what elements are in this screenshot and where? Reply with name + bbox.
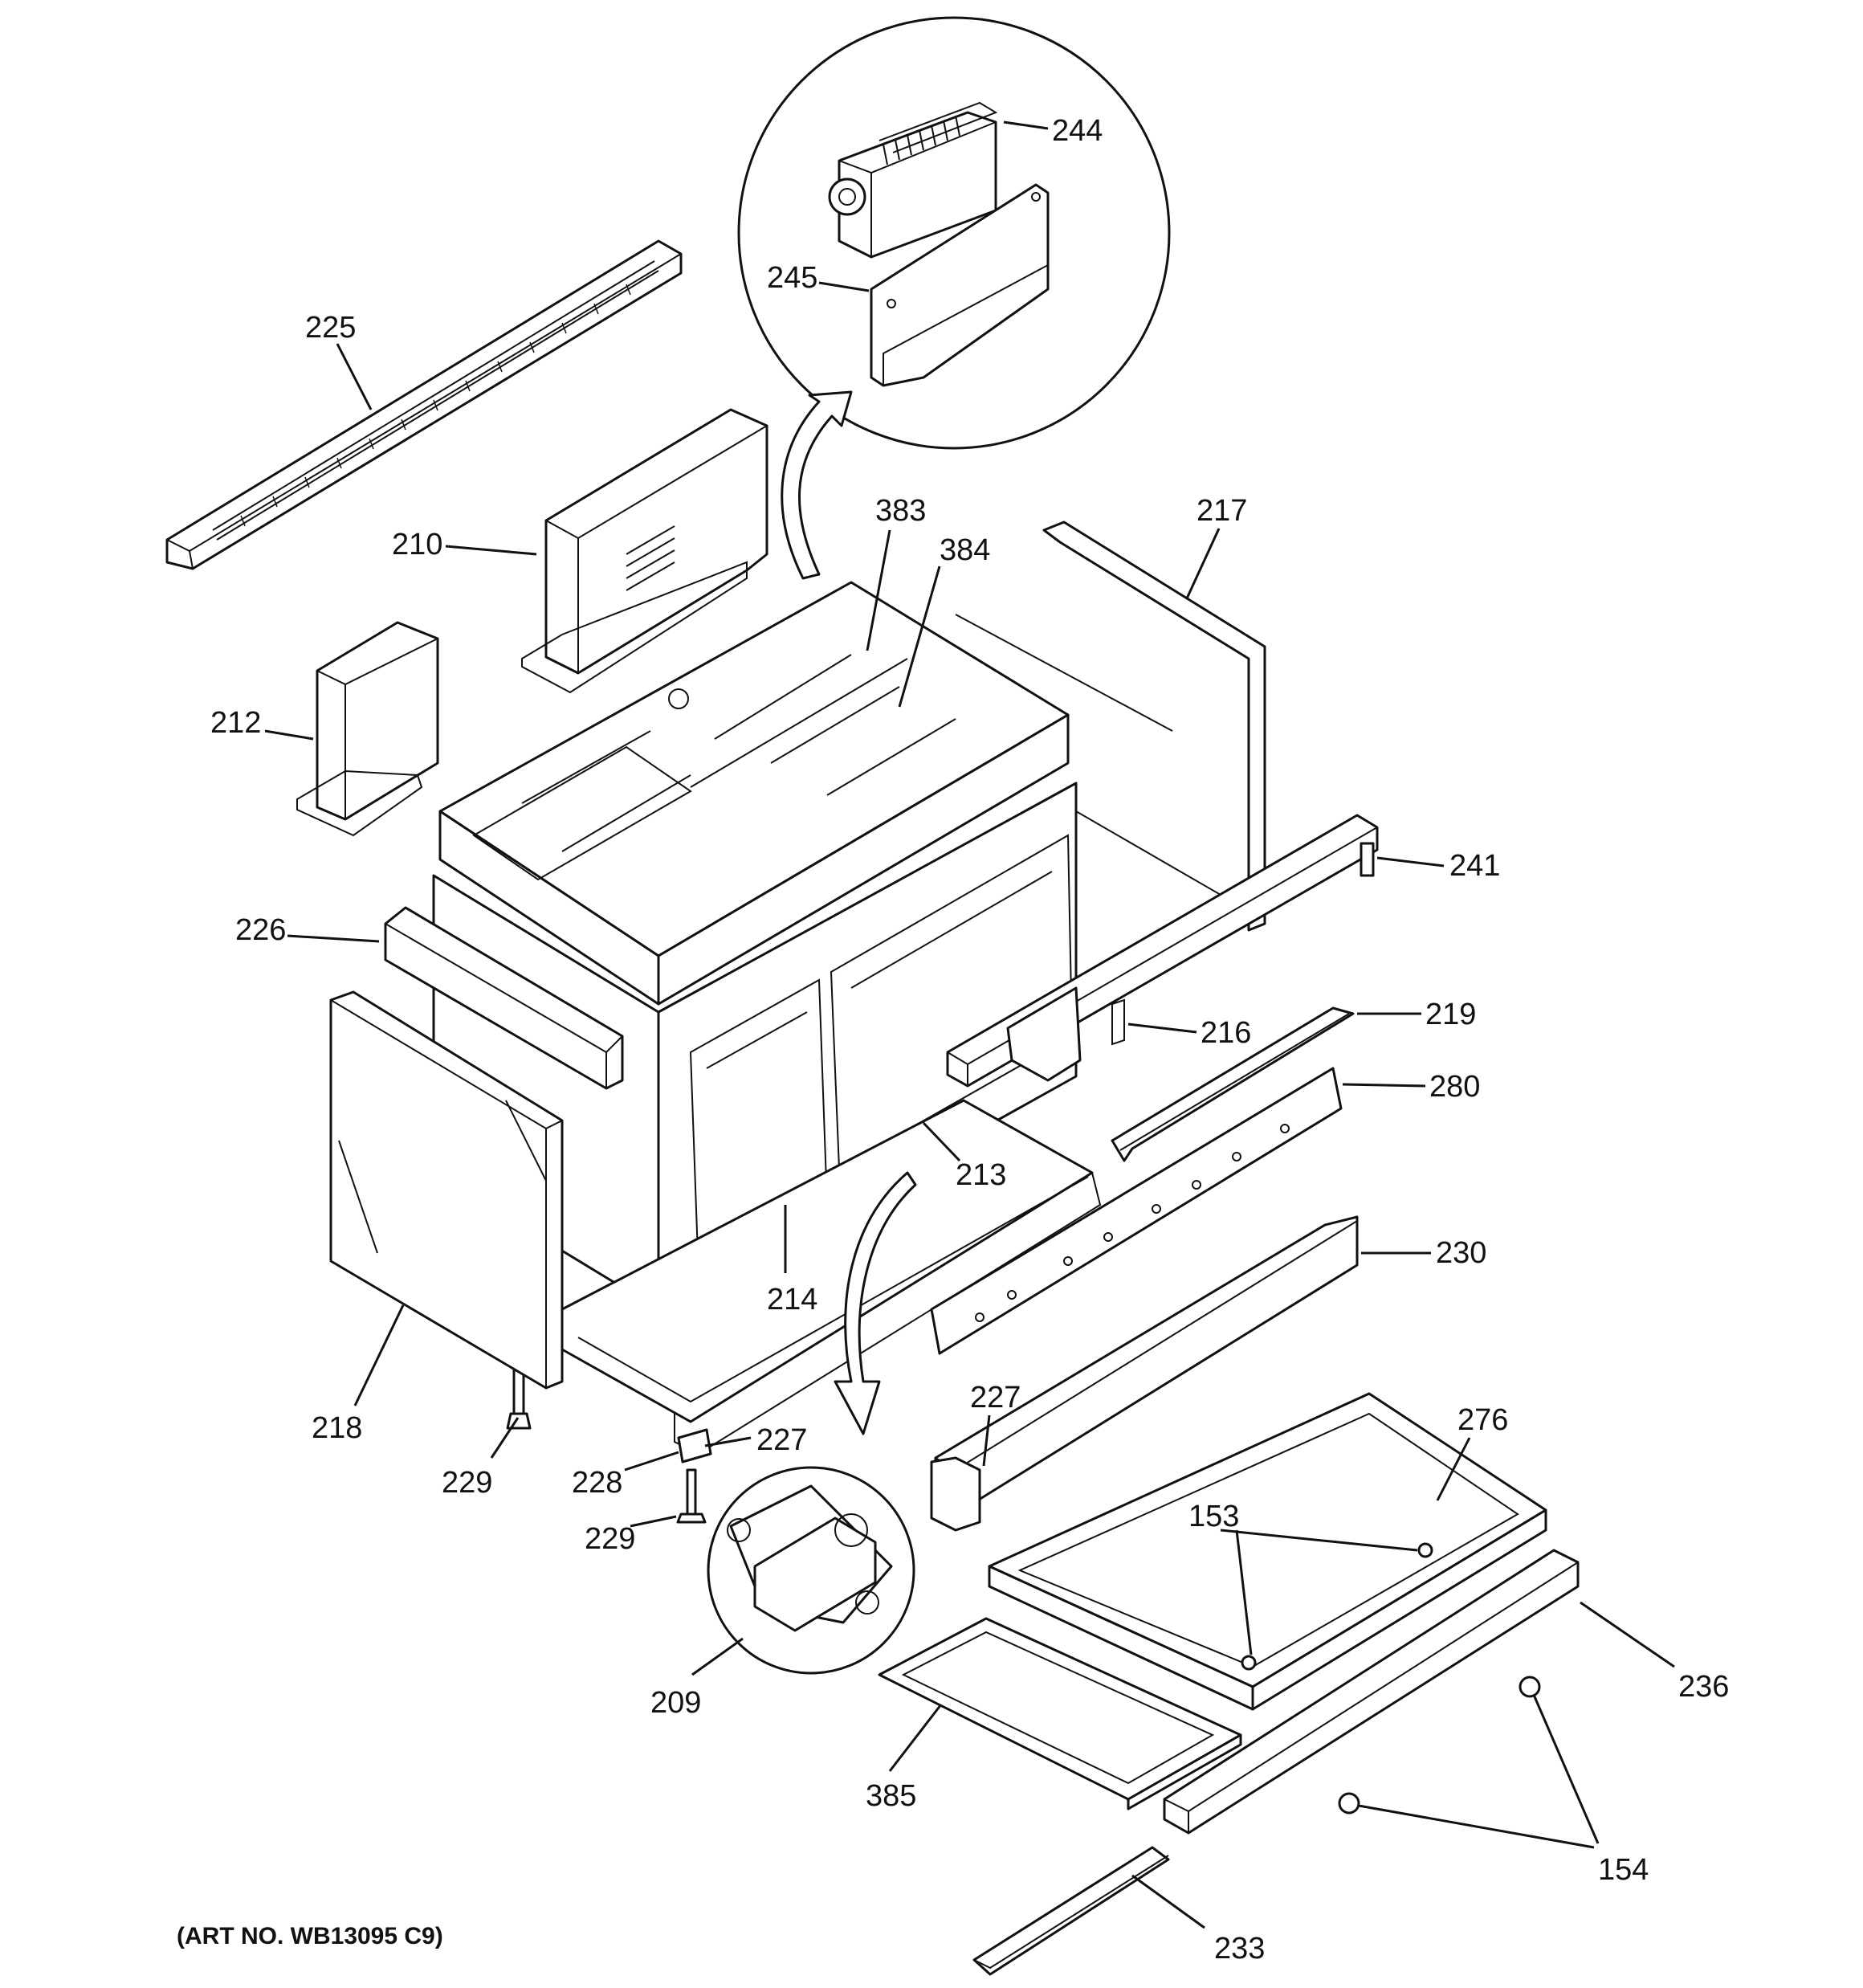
leader-383: [866, 529, 891, 651]
part-233-trim: [972, 1846, 1205, 1976]
callout-280: 280: [1429, 1070, 1480, 1104]
leader-212: [264, 729, 314, 741]
callout-229-left: 229: [442, 1466, 492, 1500]
callout-245: 245: [767, 261, 817, 295]
part-218-door-panel: [329, 990, 564, 1406]
leader-245: [818, 281, 870, 292]
callout-210: 210: [392, 528, 442, 561]
leader-217: [1185, 528, 1221, 599]
leader-154b: [1358, 1804, 1595, 1849]
leader-228: [624, 1451, 679, 1472]
leader-154a: [1532, 1694, 1600, 1844]
leader-236: [1580, 1601, 1675, 1668]
callout-216: 216: [1201, 1016, 1251, 1050]
leader-216: [1127, 1023, 1197, 1034]
callout-219: 219: [1425, 998, 1476, 1031]
callout-217: 217: [1196, 494, 1247, 528]
callout-228: 228: [572, 1466, 622, 1500]
part-385-frame: [878, 1617, 1242, 1810]
part-219-angle: [1111, 1006, 1421, 1162]
callout-241: 241: [1449, 849, 1500, 883]
callout-385: 385: [866, 1779, 916, 1813]
callout-236: 236: [1678, 1670, 1729, 1704]
callout-209: 209: [650, 1686, 701, 1720]
part-227-trim: [930, 1414, 991, 1532]
leader-153a: [1220, 1529, 1418, 1552]
detail-circle-fan: [737, 16, 1171, 450]
leader-280: [1342, 1083, 1426, 1088]
leader-225: [336, 343, 373, 410]
leader-210: [445, 545, 537, 556]
part-276-tray: [988, 1392, 1547, 1711]
callout-212: 212: [210, 706, 261, 740]
part-228-229-leveler: [490, 1417, 752, 1528]
callout-244: 244: [1052, 114, 1103, 148]
part-226-strip: [287, 906, 624, 1090]
part-212-bracket: [264, 621, 439, 837]
leader-229b: [630, 1515, 677, 1528]
arrow-to-leveler-detail: [834, 1171, 917, 1435]
leader-241: [1376, 856, 1445, 867]
callout-153: 153: [1188, 1500, 1239, 1533]
leader-218: [353, 1304, 405, 1406]
part-225-vent-trim: [165, 239, 683, 570]
leader-227b: [704, 1436, 752, 1447]
callout-233: 233: [1214, 1932, 1265, 1966]
detail-circle-leveler: [691, 1466, 915, 1676]
leader-153b: [1235, 1529, 1253, 1655]
arrow-to-fan-detail: [781, 390, 853, 580]
part-217-side-panel: [955, 520, 1266, 932]
callout-213: 213: [956, 1158, 1006, 1192]
callout-225: 225: [305, 311, 356, 345]
leader-213: [922, 1121, 961, 1162]
callout-214: 214: [767, 1283, 817, 1316]
callout-276: 276: [1457, 1403, 1508, 1437]
leader-244: [1003, 120, 1049, 130]
callout-227-lower: 227: [756, 1423, 807, 1457]
callout-226: 226: [235, 913, 286, 947]
part-236-rail: [1163, 1549, 1675, 1835]
part-216-bracket: [1006, 986, 1197, 1082]
art-number: (ART NO. WB13095 C9): [177, 1923, 443, 1949]
callout-218: 218: [312, 1411, 362, 1445]
callout-229-lower: 229: [585, 1522, 635, 1556]
callout-labels: 244 245 225 383 384 217 210 212 241 226 …: [210, 114, 1729, 1966]
callout-154: 154: [1598, 1853, 1649, 1887]
leader-229a: [490, 1417, 520, 1459]
leader-227a: [982, 1414, 991, 1467]
leader-226: [287, 934, 380, 943]
part-210-panel: [445, 408, 768, 694]
part-154-feet: [1338, 1676, 1600, 1849]
callout-384: 384: [940, 533, 990, 567]
callout-230: 230: [1436, 1236, 1486, 1270]
leader-209: [691, 1637, 744, 1676]
leader-385: [888, 1704, 943, 1772]
callout-383: 383: [875, 494, 926, 528]
leader-276: [1436, 1437, 1471, 1501]
leader-384: [898, 565, 941, 708]
callout-227-upper: 227: [970, 1381, 1021, 1414]
part-153-screws: [1220, 1529, 1433, 1671]
leader-233: [1131, 1874, 1205, 1929]
part-280-bar: [930, 1067, 1426, 1355]
part-chassis: [432, 581, 1102, 1455]
